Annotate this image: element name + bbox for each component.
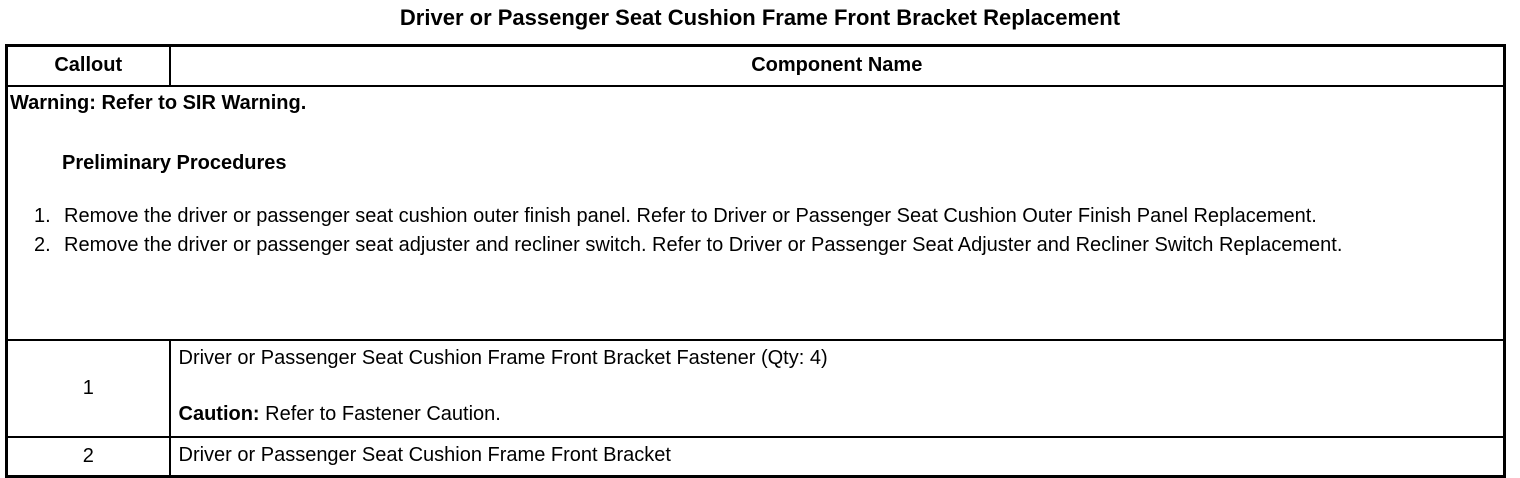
step-1-number: 1. [34,204,51,227]
component-cell-1: Driver or Passenger Seat Cushion Frame F… [168,338,1506,438]
fastener-caution-note: Caution: Refer to Fastener Caution. [179,402,1496,426]
component-cell-2: Driver or Passenger Seat Cushion Frame F… [168,435,1506,478]
table-header-row: Callout Component Name [5,44,1506,87]
component-name-1: Driver or Passenger Seat Cushion Frame F… [178,346,828,369]
preamble-row: Warning: Refer to SIR Warning. Prelimina… [5,84,1506,341]
callout-column-header: Callout [5,44,171,87]
step-1-text: Remove the driver or passenger seat cush… [64,204,1317,227]
preliminary-steps-list: 1. Remove the driver or passenger seat c… [10,202,1495,260]
preamble-cell: Warning: Refer to SIR Warning. Prelimina… [5,84,1506,341]
callout-number-1: 1 [5,338,171,438]
caution-label: Caution: [178,402,260,425]
component-name-2: Driver or Passenger Seat Cushion Frame F… [178,443,671,466]
step-2: 2. Remove the driver or passenger seat a… [10,231,1479,260]
caution-text: Refer to Fastener Caution. [259,402,501,425]
page-title: Driver or Passenger Seat Cushion Frame F… [399,5,1121,30]
sir-warning-text: Warning: Refer to SIR Warning. [10,91,307,114]
preliminary-procedures-heading: Preliminary Procedures [62,151,287,174]
step-2-text: Remove the driver or passenger seat adju… [64,233,1343,256]
callout-number-2: 2 [5,435,171,478]
component-table: Callout Component Name Warning: Refer to… [5,44,1506,478]
component-column-header: Component Name [168,44,1506,87]
step-2-number: 2. [34,233,51,256]
callout-row-2: 2 Driver or Passenger Seat Cushion Frame… [5,435,1506,478]
step-1: 1. Remove the driver or passenger seat c… [10,202,1479,231]
callout-row-1: 1 Driver or Passenger Seat Cushion Frame… [5,338,1506,438]
